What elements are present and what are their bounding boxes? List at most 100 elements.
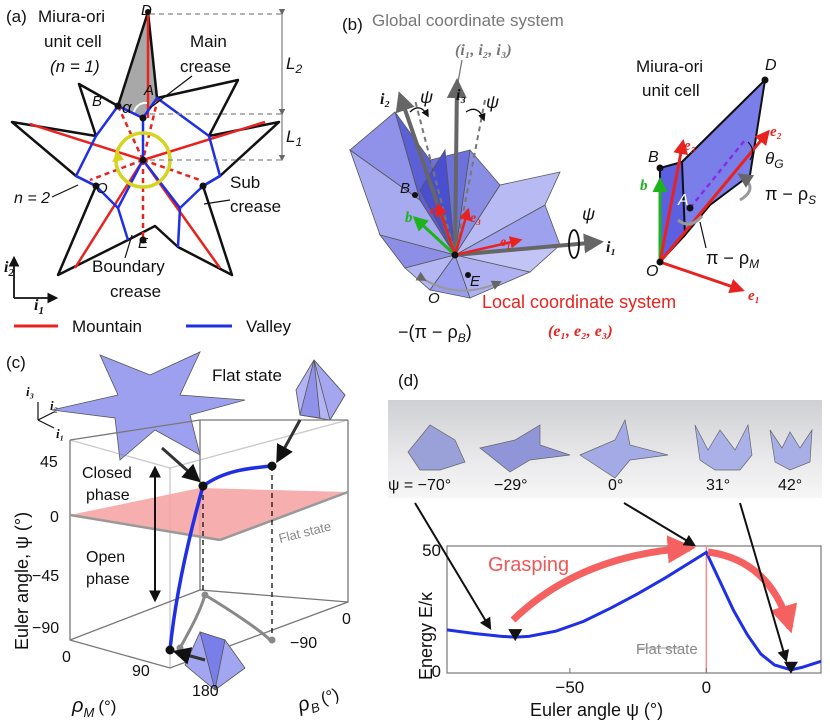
ytick-neg90: −90 [32, 620, 59, 637]
arrow-photo-neg70 [414, 502, 492, 631]
label-e1: e₁ [500, 235, 511, 250]
point-D: D [141, 2, 152, 19]
point-B: B [92, 93, 102, 110]
boundary-crease-leader [124, 234, 133, 259]
rho-s-arc [737, 173, 755, 202]
unit-cell-b-title-2: unit cell [642, 81, 700, 100]
photo-label-neg29: −29° [494, 477, 528, 494]
psi-arc-2 [465, 108, 486, 122]
minima-markers [508, 629, 798, 674]
ytick-label-1: 50 [422, 541, 441, 560]
point-flat [198, 481, 208, 491]
open-phase-label-2: phase [86, 571, 130, 588]
point-closed [267, 461, 277, 471]
minimum-marker-1 [783, 661, 798, 674]
rho-m-label: π − ρM [706, 248, 759, 271]
panel-d-label: (d) [398, 371, 419, 390]
flat-state-label: Flat state [212, 366, 282, 385]
closed-phase-label-1: Closed [82, 465, 132, 482]
d-ylabel: Energy E/κ [416, 591, 436, 680]
panel-a: (a) Miura-ori unit cell (n = 1) [4, 2, 302, 336]
axis-i2-label: i2 [4, 259, 14, 279]
flat-plane-label: Flat state [277, 518, 333, 545]
rotation-arrowhead [112, 151, 124, 162]
unit-label-O: O [646, 263, 658, 280]
panel-b-label: (b) [342, 15, 363, 34]
triad-i2 [37, 411, 55, 421]
xtick-label-1: 0 [702, 678, 711, 697]
main-crease-label-1: Main [190, 32, 227, 51]
unit-cell-b [659, 77, 767, 265]
flat-plane-edge-front [69, 513, 221, 542]
n2-leader [51, 184, 79, 198]
photo-label-42: 42° [778, 477, 802, 494]
triad-label-i1: i₁ [56, 426, 64, 441]
crown-label-B: B [400, 180, 410, 197]
label-i2: i₂ [380, 91, 390, 108]
axis-i3 [446, 78, 467, 256]
unit-label-A: A [677, 192, 689, 209]
trajectory-blue [168, 464, 273, 651]
unit-cell-title-line1: Miura-ori [38, 7, 105, 26]
vector-e2 [435, 202, 457, 256]
panel-a-points [92, 9, 207, 244]
c-ylabel: Euler angle, ψ (°) [12, 512, 32, 650]
unit-label-b: b [640, 178, 648, 194]
L2-label: L2 [286, 54, 302, 76]
crown-label-E: E [470, 273, 481, 290]
point-O: O [96, 180, 108, 197]
vector-b [412, 215, 457, 257]
grasping-arrow-1 [510, 535, 696, 623]
rho-m-leader [699, 221, 707, 249]
label-e2: e₂ [430, 203, 441, 218]
dimension-lines [150, 8, 286, 162]
unit-cell-b-title-1: Miura-ori [636, 57, 703, 76]
axis-i1 [454, 233, 604, 257]
unit-dashed-axis [689, 139, 746, 209]
xtick-label-0: −50 [555, 678, 584, 697]
grasping-arrow-2 [707, 548, 798, 634]
point-A: A [143, 82, 154, 99]
triad-label-i2: i₂ [50, 398, 58, 413]
rho-m-arc [677, 214, 704, 226]
point-E: E [138, 235, 149, 252]
unit-points [656, 76, 769, 266]
ytick-45: 45 [40, 454, 58, 471]
unit-label-D: D [765, 57, 777, 74]
photo-label-31: 31° [706, 477, 730, 494]
psi-label-1: ψ [420, 87, 433, 107]
ytick-0: 0 [50, 509, 59, 526]
valley-creases [74, 96, 222, 248]
open-crown-image [184, 631, 246, 691]
label-b: b [405, 210, 413, 226]
photo-label-0: 0° [608, 477, 623, 494]
n2-label: n = 2 [14, 190, 50, 207]
closed-crown-image [295, 359, 346, 422]
panel-b: (b) Global coordinate system (i₁, i₂, i₃… [342, 11, 816, 345]
sub-crease-label-1: Sub [230, 173, 260, 192]
closed-phase-label-2: phase [86, 487, 130, 504]
plot-3d-box [69, 419, 349, 669]
theta-arc [747, 141, 754, 161]
local-triplet: (e₁, e₂, e₃) [548, 323, 613, 340]
psi-label-2: ψ [486, 92, 499, 112]
psi-arc-1 [409, 107, 429, 118]
arrow-photo-31 [739, 502, 790, 663]
triad-i1 [37, 419, 55, 429]
sub-crease-leader [203, 199, 231, 205]
flat-plane-edge-right [219, 490, 349, 542]
main-crease-leader [149, 75, 193, 109]
unit-cell-title-line2: unit cell [44, 32, 102, 51]
panel-c-label: (c) [6, 353, 26, 372]
flat-state-annotation: Flat state [636, 641, 698, 658]
rho-s-label: π − ρS [765, 184, 816, 207]
unit-label-B: B [648, 149, 659, 166]
rho-b-arc [415, 271, 502, 292]
flat-plane [70, 488, 348, 540]
unit-label-e2: e₂ [770, 124, 782, 140]
